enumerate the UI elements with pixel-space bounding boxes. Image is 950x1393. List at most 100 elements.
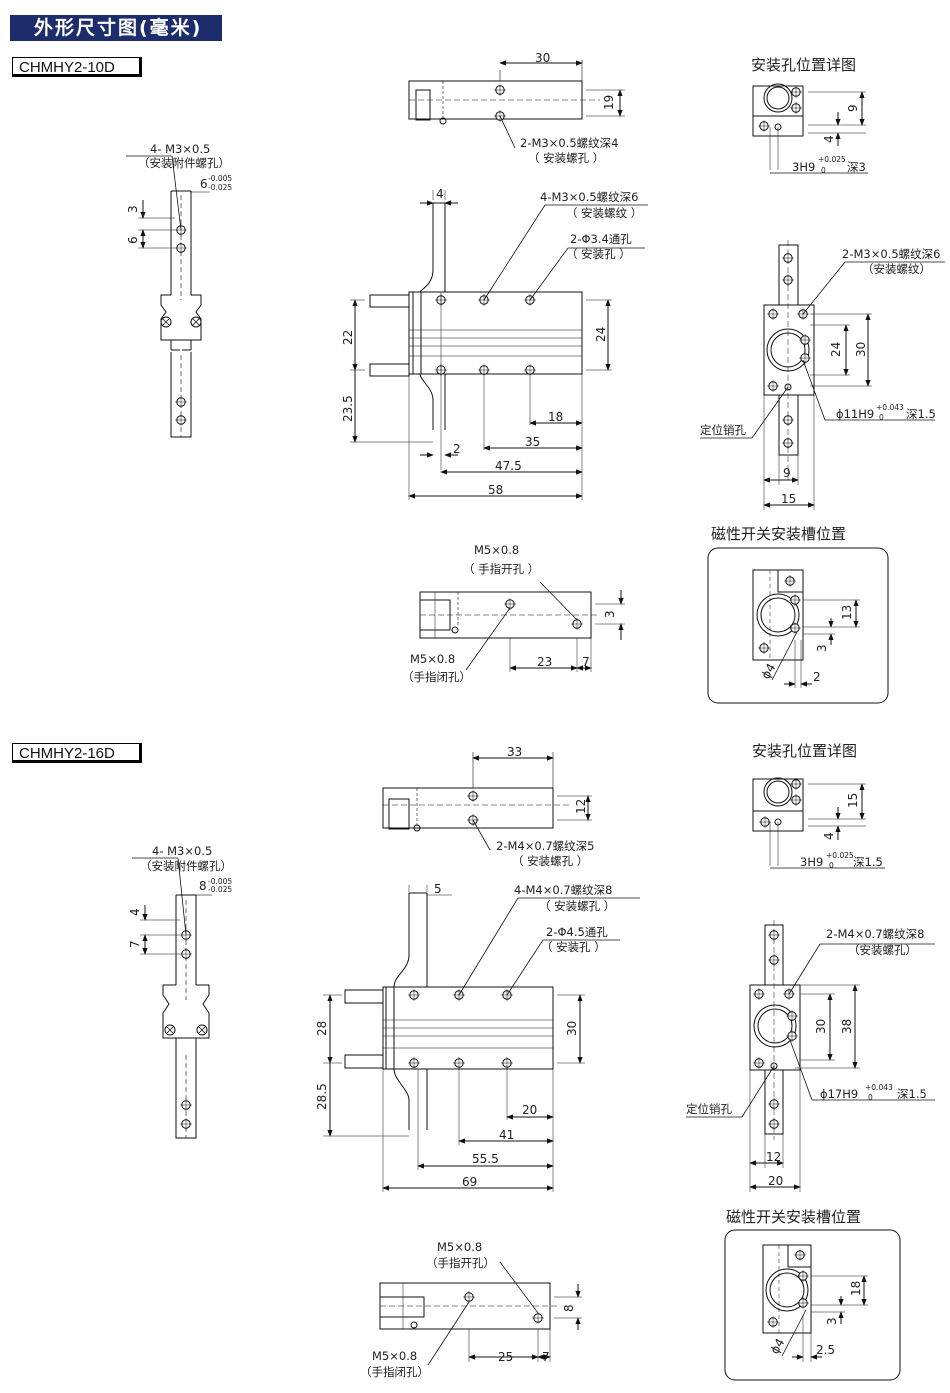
front-dim-28-16d: 28 xyxy=(315,1021,329,1036)
bottom-dim-8-16d: 8 xyxy=(562,1304,576,1312)
front-view-10d xyxy=(350,190,648,500)
front-dim-28-5-16d: 28.5 xyxy=(315,1083,329,1110)
detail-title-10d: 安装孔位置详图 xyxy=(751,56,856,74)
side-view-16d xyxy=(132,857,212,1139)
front-callout2-10d: 2-Φ3.4通孔 xyxy=(570,232,632,246)
end-view-10d xyxy=(700,240,945,510)
end-bore-16d: ϕ17H9 xyxy=(820,1087,858,1101)
top-callout-10d: 2-M3×0.5螺纹深4 xyxy=(520,136,618,150)
front-callout1-sub-16d: （ 安装螺孔 ） xyxy=(539,899,615,913)
top-view-16d xyxy=(382,752,592,851)
bottom-callout-close-sub-16d: （手指闭孔） xyxy=(360,1365,429,1379)
bottom-dim-25-16d: 25 xyxy=(498,1350,513,1364)
end-dim-30-16d: 30 xyxy=(814,1019,828,1034)
labels-10d: 4- M3×0.5 （安装附件螺孔） 6 -0.005 -0.025 3 6 3… xyxy=(126,51,940,684)
switch-panel-16d xyxy=(724,1229,901,1381)
detail-hole-16d: 3H9 xyxy=(800,855,823,869)
end-view-16d xyxy=(686,920,935,1192)
front-dim-41-16d: 41 xyxy=(499,1128,514,1142)
switch-dim-18-16d: 18 xyxy=(849,1281,863,1296)
detail-10d xyxy=(752,83,868,174)
bottom-callout-open-16d: M5×0.8 xyxy=(437,1240,482,1254)
top-dim-19-10d: 19 xyxy=(602,95,616,110)
front-dim-20-16d: 20 xyxy=(522,1103,537,1117)
side-dim-4-16d: 4 xyxy=(128,908,142,916)
front-callout2-sub-10d: （ 安装孔 ） xyxy=(566,247,631,261)
detail-hole-depth-16d: 深1.5 xyxy=(853,855,883,869)
side-dim-8-tol-upper-16d: -0.005 xyxy=(208,877,232,886)
switch-title-10d: 磁性开关安装槽位置 xyxy=(711,525,846,543)
end-pin-label-10d: 定位销孔 xyxy=(700,423,746,437)
end-dim-30-10d: 30 xyxy=(854,342,868,357)
front-view-16d xyxy=(323,885,640,1192)
front-dim-23-5-10d: 23.5 xyxy=(341,395,355,422)
bottom-dim-3-10d: 3 xyxy=(603,610,617,618)
bottom-callout-close-sub-10d: （手指闭孔） xyxy=(402,670,471,684)
end-bore-10d: ϕ11H9 xyxy=(836,407,874,421)
end-pin-label-16d: 定位销孔 xyxy=(686,1102,732,1116)
detail-dim-4-16d: 4 xyxy=(822,832,836,840)
bottom-view-10d xyxy=(419,581,625,672)
detail-hole-depth-10d: 深3 xyxy=(847,160,866,174)
side-dim-7-16d: 7 xyxy=(128,940,142,948)
bottom-callout-open-10d: M5×0.8 xyxy=(474,543,519,557)
detail-hole-tol-lower-10d: 0 xyxy=(821,166,826,175)
end-callout-10d: 2-M3×0.5螺纹深6 xyxy=(842,247,940,261)
end-dim-20-16d: 20 xyxy=(768,1174,783,1188)
end-dim-12-16d: 12 xyxy=(766,1150,781,1164)
end-callout-sub-10d: （安装螺纹） xyxy=(862,262,931,276)
bottom-dim-7-16d: 7 xyxy=(542,1350,550,1364)
detail-dim-4-10d: 4 xyxy=(822,135,836,143)
switch-dim-13-10d: 13 xyxy=(840,605,854,620)
front-callout1-16d: 4-M4×0.7螺纹深8 xyxy=(514,883,612,897)
side-dim-8-tol-lower-16d: -0.025 xyxy=(208,885,232,894)
bottom-dim-7-10d: 7 xyxy=(582,655,590,669)
end-bore-depth-10d: 深1.5 xyxy=(906,407,936,421)
side-dim-6-tol-lower-10d: -0.025 xyxy=(208,183,232,192)
labels-16d: 4- M3×0.5 （安装附件螺孔） 8 -0.005 -0.025 4 7 3… xyxy=(128,742,927,1379)
side-callout-sub-10d: （安装附件螺孔） xyxy=(138,156,230,170)
switch-dim-3-10d: 3 xyxy=(815,644,829,652)
front-callout1-sub-10d: （ 安装螺纹 ） xyxy=(566,206,642,220)
top-view-10d xyxy=(408,60,625,149)
bottom-callout-open-sub-16d: （手指开孔） xyxy=(426,1256,495,1270)
top-callout-sub-16d: （ 安装螺孔 ） xyxy=(512,854,588,868)
switch-dim-phi4-10d: ϕ4 xyxy=(758,661,778,681)
end-bore-tol-lower-16d: 0 xyxy=(868,1093,873,1102)
side-dim-6-10d: 6 xyxy=(200,177,208,191)
end-callout-sub-16d: （安装螺孔） xyxy=(848,943,917,957)
side-callout-10d: 4- M3×0.5 xyxy=(150,142,210,156)
end-callout-16d: 2-M4×0.7螺纹深8 xyxy=(826,927,924,941)
front-dim-24-10d: 24 xyxy=(594,327,608,342)
page-title: 外形尺寸图(毫米) xyxy=(10,15,222,41)
switch-dim-2-10d: 2 xyxy=(813,670,821,684)
end-bore-tol-upper-16d: +0.043 xyxy=(865,1083,893,1092)
side-view-10d xyxy=(126,155,210,438)
top-dim-30-10d: 30 xyxy=(535,51,550,65)
front-dim-58-10d: 58 xyxy=(488,483,503,497)
detail-hole-tol-upper-16d: +0.025 xyxy=(826,851,854,860)
detail-hole-tol-upper-10d: +0.025 xyxy=(818,155,846,164)
bottom-callout-close-16d: M5×0.8 xyxy=(372,1349,417,1363)
bottom-callout-open-sub-10d: （ 手指开孔 ） xyxy=(463,562,539,576)
front-dim-69-16d: 69 xyxy=(462,1175,477,1189)
side-dim-6-tol-upper-10d: -0.005 xyxy=(208,174,232,183)
front-callout1-10d: 4-M3×0.5螺纹深6 xyxy=(540,190,638,204)
side-dim-8-16d: 8 xyxy=(199,879,207,893)
end-dim-38-16d: 38 xyxy=(840,1019,854,1034)
front-dim-2-10d: 2 xyxy=(453,442,461,456)
front-dim-5-16d: 5 xyxy=(434,882,442,896)
side-dim-6b-10d: 6 xyxy=(126,236,140,244)
end-bore-tol-upper-10d: +0.043 xyxy=(876,403,904,412)
detail-hole-10d: 3H9 xyxy=(792,160,815,174)
front-dim-22-10d: 22 xyxy=(341,330,355,345)
end-dim-9-10d: 9 xyxy=(783,466,791,480)
end-bore-depth-16d: 深1.5 xyxy=(897,1087,927,1101)
front-dim-18-10d: 18 xyxy=(548,410,563,424)
detail-hole-tol-lower-16d: 0 xyxy=(829,861,834,870)
top-dim-33-16d: 33 xyxy=(507,745,522,759)
top-callout-16d: 2-M4×0.7螺纹深5 xyxy=(496,839,594,853)
switch-title-16d: 磁性开关安装槽位置 xyxy=(726,1208,861,1226)
front-callout2-sub-16d: （ 安装孔 ） xyxy=(541,940,606,954)
